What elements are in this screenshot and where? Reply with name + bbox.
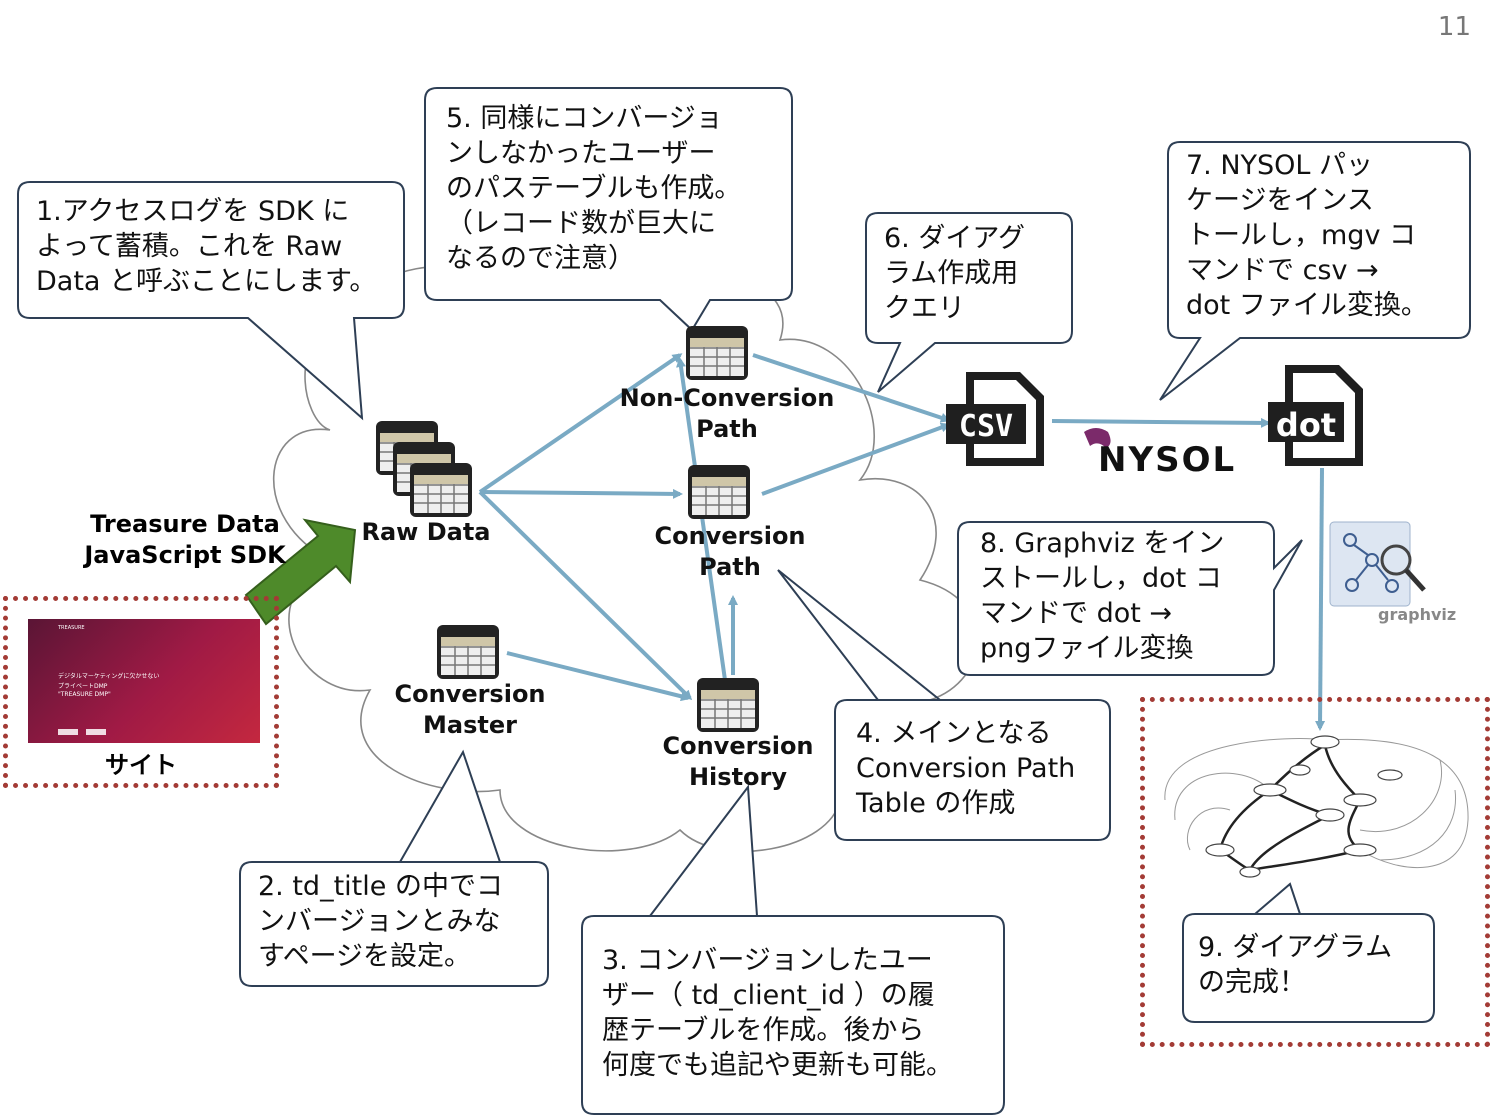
dot-file-label: dot bbox=[1276, 406, 1336, 444]
arrow-master-to-history bbox=[506, 651, 691, 702]
page-number: 11 bbox=[1437, 12, 1471, 42]
callout-bubbles bbox=[17, 87, 1471, 1115]
callout-2-bubble bbox=[239, 749, 549, 987]
non-conversion-path-label: Non-Conversion Path bbox=[619, 384, 835, 443]
non-conversion-path-database-icon bbox=[685, 325, 749, 381]
site-screenshot-subhead: プライベートDMP bbox=[58, 683, 108, 690]
callout-2-text: 2. td_title の中でコ ンバージョンとみな すページを設定。 bbox=[258, 871, 503, 972]
arrow-conversion-to-csv bbox=[761, 422, 951, 496]
sdk-label: Treasure Data JavaScript SDK bbox=[84, 510, 286, 569]
csv-file-icon bbox=[946, 372, 1044, 466]
nysol-logo-icon bbox=[1084, 428, 1111, 448]
site-screenshot: TREASURE デジタルマーケティングに欠かせない プライベートDMP "TR… bbox=[28, 619, 260, 743]
callout-5-text: 5. 同様にコンバージョ ンしなかったユーザー のパステーブルも作成。 （レコー… bbox=[446, 103, 742, 274]
arrow-csv-to-dot bbox=[1051, 417, 1271, 428]
callout-3-bubble bbox=[581, 784, 1005, 1115]
site-screenshot-button-2 bbox=[86, 729, 106, 735]
raw-data-label: Raw Data bbox=[361, 518, 491, 546]
site-label: サイト bbox=[105, 751, 177, 779]
conversion-path-database-icon bbox=[687, 464, 751, 520]
site-frame: TREASURE デジタルマーケティングに欠かせない プライベートDMP "TR… bbox=[3, 596, 279, 788]
result-frame bbox=[1140, 697, 1490, 1047]
arrow-raw-to-history bbox=[478, 490, 693, 701]
site-screenshot-button-1 bbox=[58, 729, 78, 735]
callout-4-pointer bbox=[777, 569, 941, 701]
callout-6-bubble bbox=[865, 212, 1073, 393]
arrow-nonconversion-to-csv bbox=[752, 353, 951, 423]
nysol-logo-text: NYSOL bbox=[1098, 440, 1237, 480]
site-screenshot-headline: デジタルマーケティングに欠かせない bbox=[58, 673, 160, 680]
callout-5-bubble bbox=[424, 87, 793, 332]
callout-3-text: 3. コンバージョンしたユー ザー（ td_client_id ）の履 歴テーブ… bbox=[602, 945, 953, 1081]
arrow-raw-to-nonconversion bbox=[478, 353, 683, 494]
flow-arrows bbox=[478, 353, 1326, 731]
arrow-dot-to-result bbox=[1315, 467, 1326, 731]
graphviz-app-icon bbox=[1329, 521, 1426, 607]
site-screenshot-brand: TREASURE bbox=[58, 625, 85, 631]
dot-file-icon bbox=[1268, 365, 1363, 466]
callout-4-bubble bbox=[834, 699, 1111, 841]
callout-8-bubble bbox=[957, 521, 1303, 676]
callout-4-text: 4. メインとなる Conversion Path Table の作成 bbox=[856, 718, 1076, 819]
callout-7-text: 7. NYSOL パッ ケージをインス トールし，mgv コ マンドで csv … bbox=[1186, 150, 1428, 321]
conversion-master-database-icon bbox=[436, 624, 500, 680]
site-screenshot-product: "TREASURE DMP" bbox=[58, 691, 111, 698]
callout-9-bubble bbox=[1182, 882, 1435, 1023]
conversion-path-label: Conversion Path bbox=[654, 522, 806, 581]
callout-7-bubble bbox=[1159, 141, 1471, 401]
callout-1-text: 1.アクセスログを SDK に よって蓄積。これを Raw Data と呼ぶこと… bbox=[36, 196, 377, 297]
callout-8-text: 8. Graphviz をイン ストールし，dot コ マンドで dot → p… bbox=[980, 528, 1225, 664]
raw-data-database-icon bbox=[375, 420, 473, 518]
result-graph-diagram bbox=[1164, 735, 1469, 878]
arrow-raw-to-conversion bbox=[479, 488, 683, 499]
callout-1-bubble bbox=[17, 181, 405, 421]
conversion-history-label: Conversion History bbox=[662, 732, 814, 791]
arrow-history-to-nonconversion bbox=[676, 357, 727, 681]
callout-6-text: 6. ダイアグ ラム作成用 クエリ bbox=[884, 223, 1025, 324]
csv-file-label: CSV bbox=[959, 409, 1013, 444]
graphviz-logo-text: graphviz bbox=[1378, 605, 1457, 624]
conversion-master-label: Conversion Master bbox=[394, 680, 546, 739]
callout-9-text: 9. ダイアグラム の完成！ bbox=[1198, 932, 1393, 998]
conversion-history-database-icon bbox=[696, 677, 760, 733]
